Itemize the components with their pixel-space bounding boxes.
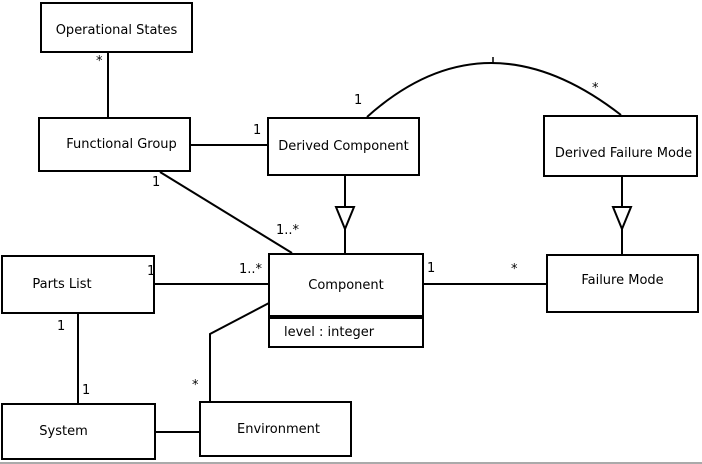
class-parts-list: Parts List bbox=[1, 255, 155, 314]
class-component: Component bbox=[268, 253, 424, 317]
class-name: Failure Mode bbox=[581, 273, 664, 288]
multiplicity-label: * bbox=[592, 81, 599, 96]
class-name: Operational States bbox=[55, 23, 178, 38]
class-name: Component bbox=[308, 277, 384, 293]
multiplicity-label: * bbox=[511, 262, 518, 277]
class-name: Derived Failure Mode bbox=[554, 145, 693, 161]
class-name: System bbox=[39, 424, 88, 439]
multiplicity-label: 1 bbox=[57, 319, 66, 334]
edge-environment-component bbox=[209, 302, 270, 401]
multiplicity-label: 1 bbox=[354, 93, 363, 108]
class-system: System bbox=[1, 403, 156, 460]
multiplicity-label: 1 bbox=[152, 175, 161, 190]
generalization-triangle-icon bbox=[611, 206, 633, 232]
multiplicity-label: * bbox=[96, 54, 103, 69]
screenshot-bottom-edge bbox=[0, 462, 702, 464]
class-environment: Environment bbox=[199, 401, 352, 457]
class-functional-group: Functional Group bbox=[38, 117, 191, 172]
class-operational-states: Operational States bbox=[40, 2, 193, 53]
class-name: Functional Group bbox=[66, 137, 177, 152]
multiplicity-label: 1 bbox=[427, 261, 436, 276]
class-name: Environment bbox=[236, 421, 320, 437]
generalization-triangle-icon bbox=[334, 206, 356, 232]
multiplicity-label: * bbox=[192, 378, 199, 393]
multiplicity-label: 1 bbox=[147, 264, 156, 279]
multiplicity-label: 1 bbox=[82, 383, 91, 398]
class-derived-component: Derived Component bbox=[267, 117, 420, 176]
class-failure-mode: Failure Mode bbox=[546, 254, 699, 313]
edge-functional-group-component bbox=[159, 171, 293, 254]
multiplicity-label: 1..* bbox=[276, 223, 300, 238]
class-derived-failure-mode: Derived Failure Mode bbox=[543, 115, 698, 177]
class-name: Derived Component bbox=[278, 139, 409, 154]
edge-derived-component-derived-failure-mode bbox=[366, 62, 622, 118]
multiplicity-label: 1 bbox=[253, 123, 262, 138]
multiplicity-label: 1..* bbox=[239, 262, 263, 277]
class-component-attributes: level : integer bbox=[268, 317, 424, 348]
attribute-text: level : integer bbox=[284, 325, 375, 340]
class-name: Parts List bbox=[32, 277, 92, 292]
